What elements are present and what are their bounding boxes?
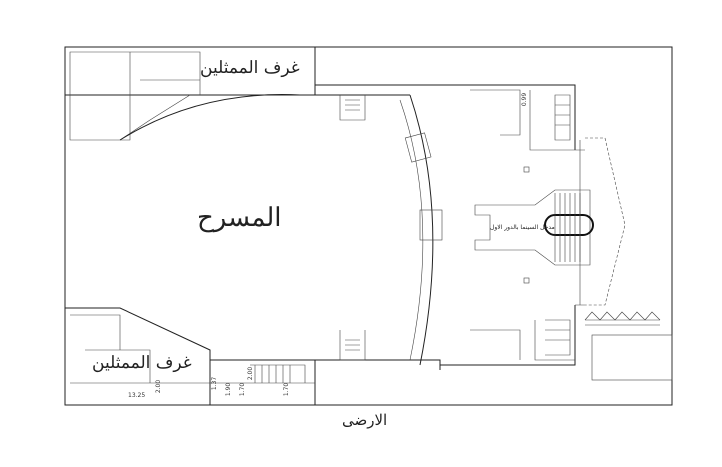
column-marker (523, 277, 530, 284)
lobby-walls (440, 84, 576, 366)
elliptical-stair (544, 214, 594, 236)
side-stairs (339, 95, 366, 361)
entrance-hall (474, 189, 591, 266)
actors-rooms-bottom-label: غرف الممثلين (92, 353, 192, 373)
top-rooms-partitions (69, 51, 201, 141)
outer-boundary (64, 46, 673, 406)
actors-rooms-top-label: غرف الممثلين (200, 58, 300, 78)
stage-side-walls (314, 84, 441, 370)
bottom-rooms-partitions (70, 314, 315, 384)
column (419, 209, 443, 241)
stairs-bottom-left (250, 364, 306, 383)
dimension-label: 1.37 (211, 376, 219, 391)
floor-title: الارضى (342, 411, 388, 429)
dimension-label: 2.00 (155, 379, 163, 394)
proscenium-curve (409, 94, 434, 366)
dimension-label: 2.00 (247, 366, 255, 381)
stage-arc-top (119, 94, 410, 141)
annex-room (591, 334, 673, 381)
dimension-label: 1.90 (225, 382, 233, 397)
cinema-entrance-label: مدخل السينما بالدور الاول (490, 224, 555, 231)
toilets (545, 94, 571, 356)
pillar (404, 132, 432, 163)
service-rooms (470, 89, 575, 361)
dimension-label: 0.99 (521, 92, 529, 107)
dimension-label: 1.70 (239, 382, 247, 397)
proscenium-inner (399, 99, 424, 361)
planters (584, 311, 661, 326)
dimension-label: 13.25 (128, 392, 146, 399)
dimension-label: 1.70 (283, 382, 291, 397)
column-marker (523, 166, 530, 173)
facade-wall (575, 140, 585, 306)
stair-treads (554, 193, 581, 262)
stage-label: المسرح (197, 203, 282, 233)
canopy-outline (585, 137, 626, 306)
